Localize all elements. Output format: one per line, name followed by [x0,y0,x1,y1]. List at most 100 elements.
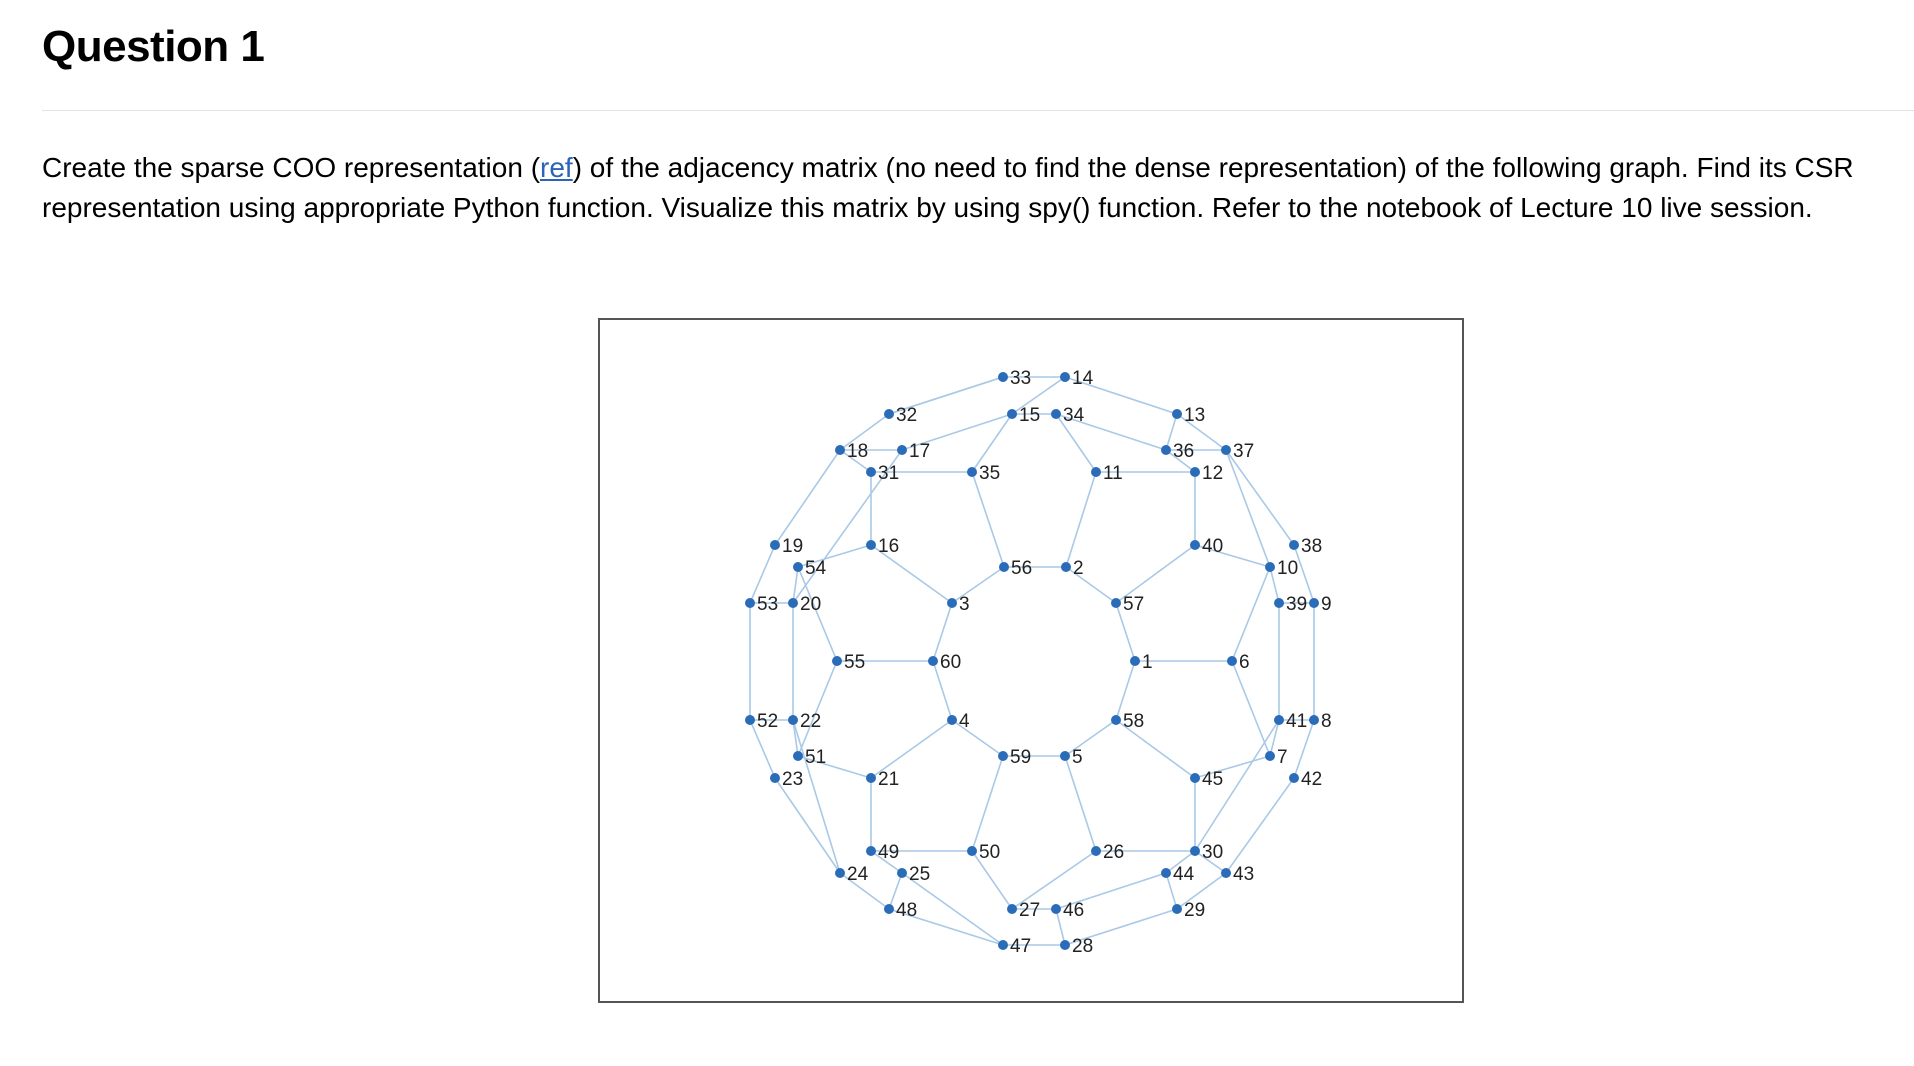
graph-edge-30-43 [1194,850,1227,874]
page-title: Question 1 [42,22,265,71]
graph-node-57 [1111,598,1121,608]
graph-node-label-19: 19 [782,536,803,557]
graph-edge-38-9 [1293,544,1315,604]
graph-node-14 [1060,372,1070,382]
graph-node-label-38: 38 [1301,536,1322,557]
graph-node-4 [947,715,957,725]
graph-node-label-25: 25 [909,864,930,885]
graph-edge-57-1 [1115,602,1136,662]
graph-node-label-34: 34 [1063,405,1085,426]
graph-edge-34-11 [1055,413,1097,473]
graph-edge-20-54 [792,566,799,604]
graph-node-5 [1060,751,1070,761]
graph-edge-48-24 [839,872,890,910]
graph-node-label-28: 28 [1072,936,1093,957]
graph-node-22 [788,715,798,725]
graph-edge-25-48 [888,872,903,910]
graph-node-39 [1274,598,1284,608]
graph-node-label-59: 59 [1010,747,1031,768]
graph-node-label-16: 16 [878,536,899,557]
graph-node-label-31: 31 [878,463,899,484]
graph-edge-17-20 [792,449,903,604]
graph-node-20 [788,598,798,608]
graph-edge-8-42 [1293,719,1315,779]
graph-node-label-18: 18 [847,441,868,462]
graph-node-label-36: 36 [1173,441,1194,462]
graph-edge-27-50 [971,850,1013,910]
graph-node-31 [866,467,876,477]
graph-node-label-23: 23 [782,769,803,790]
graph-node-label-32: 32 [896,405,917,426]
graph-node-label-2: 2 [1073,558,1084,579]
graph-edge-40-10 [1194,544,1271,568]
graph-node-label-12: 12 [1202,463,1223,484]
graph-node-25 [897,868,907,878]
graph-node-label-58: 58 [1123,711,1144,732]
ref-link[interactable]: ref [540,152,573,183]
graph-edge-22-51 [792,719,799,757]
graph-edge-18-32 [839,413,890,451]
graph-edge-3-56 [951,566,1005,604]
graph-node-label-60: 60 [940,652,961,673]
graph-node-35 [967,467,977,477]
graph-edge-29-28 [1064,908,1178,946]
graph-node-11 [1091,467,1101,477]
graph-node-44 [1161,868,1171,878]
graph-node-17 [897,445,907,455]
graph-edge-25-47 [901,872,1004,946]
graph-edge-58-5 [1064,719,1117,757]
graph-edge-13-36 [1165,413,1178,451]
graph-node-41 [1274,715,1284,725]
graph-node-label-35: 35 [979,463,1000,484]
graph-node-label-39: 39 [1286,594,1307,615]
graph-node-label-55: 55 [844,652,865,673]
graph-node-23 [770,773,780,783]
graph-node-40 [1190,540,1200,550]
graph-node-label-20: 20 [800,594,821,615]
graph-node-52 [745,715,755,725]
graph-edge-59-4 [951,719,1004,757]
graph-node-26 [1091,846,1101,856]
graph-node-36 [1161,445,1171,455]
graph-edge-14-15 [1011,376,1066,415]
graph-node-32 [884,409,894,419]
graph-edge-60-3 [932,602,953,662]
graph-node-label-33: 33 [1010,368,1031,389]
graph-node-50 [967,846,977,856]
graph-edge-21-51 [797,755,872,779]
graph-edge-42-43 [1225,777,1295,874]
graph-edge-44-29 [1165,872,1178,910]
graph-node-label-10: 10 [1277,558,1298,579]
graph-edge-6-7 [1231,660,1271,757]
graph-node-15 [1007,409,1017,419]
graph-node-label-50: 50 [979,842,1000,863]
graph-node-28 [1060,940,1070,950]
graph-edge-31-18 [839,449,872,473]
graph-node-1 [1130,656,1140,666]
graph-node-label-53: 53 [757,594,778,615]
graph-edge-13-37 [1176,413,1227,451]
header-divider [42,110,1914,111]
graph-node-label-41: 41 [1286,711,1307,732]
graph-node-label-7: 7 [1277,747,1288,768]
graph-node-label-30: 30 [1202,842,1223,863]
graph-node-42 [1289,773,1299,783]
graph-edge-2-57 [1065,566,1117,604]
graph-node-label-57: 57 [1123,594,1144,615]
graph-node-19 [770,540,780,550]
graph-edge-25-49 [870,850,903,874]
graph-node-12 [1190,467,1200,477]
graph-edge-35-15 [971,413,1013,473]
graph-node-10 [1265,562,1275,572]
graph-node-53 [745,598,755,608]
graph-edge-59-50 [971,755,1004,852]
graph-edge-56-35 [971,471,1005,568]
graph-node-33 [998,372,1008,382]
graph-edge-37-38 [1225,449,1295,546]
graph-node-label-26: 26 [1103,842,1124,863]
graph-edge-47-48 [888,908,1004,946]
graph-edge-7-45 [1194,755,1271,779]
graph-node-38 [1289,540,1299,550]
graph-node-30 [1190,846,1200,856]
